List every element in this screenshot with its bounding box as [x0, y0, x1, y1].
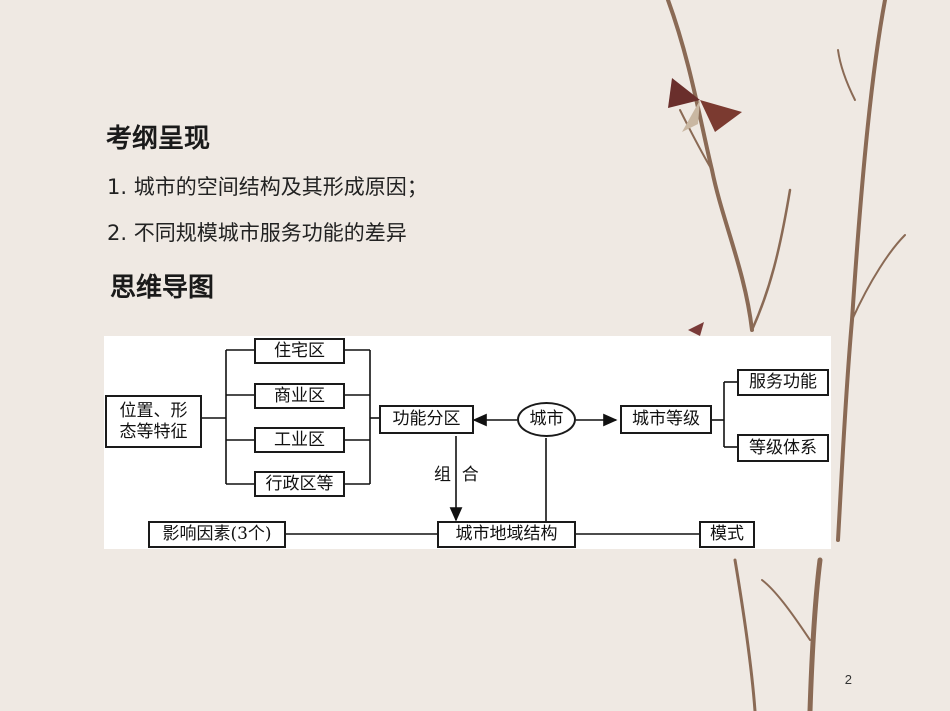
service-function-box: 服务功能: [737, 369, 829, 396]
residential-zone-box: 住宅区: [254, 338, 345, 364]
mind-map-diagram: 位置、形 态等特征 住宅区 商业区 工业区 行政区等 功能分区 城市 城市等级 …: [104, 336, 831, 549]
function-zoning-box: 功能分区: [379, 405, 474, 434]
city-ellipse: 城市: [517, 402, 576, 437]
mind-map-heading: 思维导图: [110, 273, 215, 303]
page-number: 2: [844, 672, 852, 687]
location-form-features-box: 位置、形 态等特征: [105, 395, 202, 448]
model-box: 模式: [699, 521, 755, 548]
diagram-connectors: [202, 349, 737, 535]
exam-outline-heading: 考纲呈现: [106, 124, 211, 154]
moth-decoration: [668, 78, 742, 132]
industrial-zone-box: 工业区: [254, 427, 345, 453]
influence-factors-box: 影响因素(3个): [148, 521, 286, 548]
outline-point-1: 1. 城市的空间结构及其形成原因；: [107, 175, 428, 199]
level-system-box: 等级体系: [737, 434, 829, 462]
outline-point-2: 2. 不同规模城市服务功能的差异: [107, 221, 407, 245]
commercial-zone-box: 商业区: [254, 383, 345, 409]
administrative-zone-box: 行政区等: [254, 471, 345, 497]
urban-structure-box: 城市地域结构: [437, 521, 576, 548]
city-level-box: 城市等级: [620, 405, 712, 434]
combine-label: 组 合: [434, 465, 479, 485]
